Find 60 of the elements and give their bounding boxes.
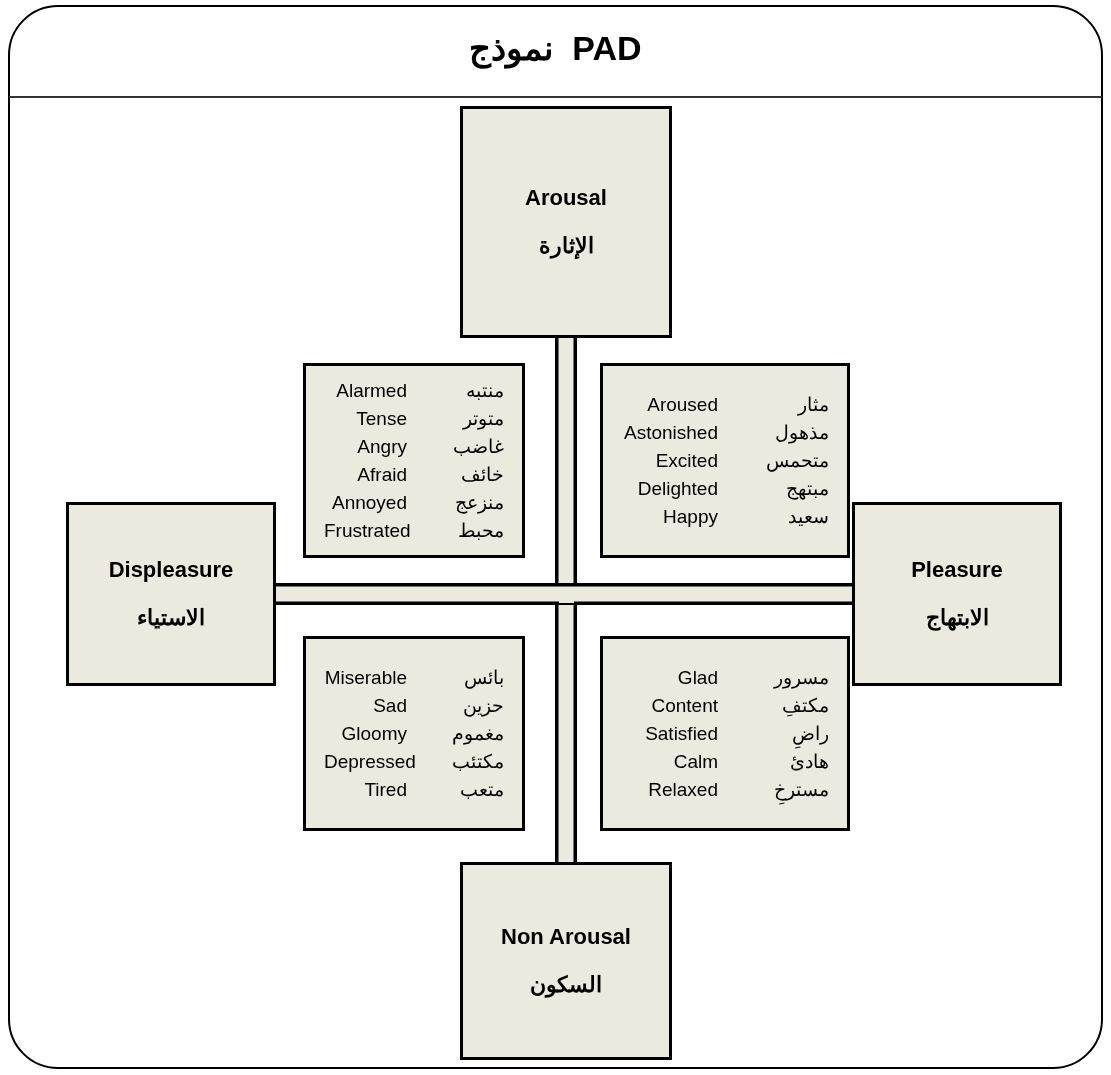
arabic-term: راضِ — [792, 719, 829, 748]
pole-box — [66, 502, 276, 686]
arabic-term: منتبه — [466, 378, 504, 403]
arabic-pole-label: الاستياء — [137, 605, 205, 631]
arabic-term: غاضب — [453, 434, 504, 459]
arabic-term: مثار — [798, 392, 829, 418]
english-term: Miserable — [324, 665, 407, 690]
english-term: Afraid — [356, 462, 407, 487]
arabic-term: متعب — [460, 777, 504, 802]
pole-label: Displeasure — [108, 557, 234, 583]
english-term: Calm — [672, 749, 718, 774]
pole-label: Arousal — [525, 185, 607, 211]
pole-label: Pleasure — [911, 557, 1003, 583]
english-term: Annoyed — [331, 490, 407, 515]
pole-box — [460, 862, 672, 1060]
connector-bar — [555, 338, 577, 862]
arabic-term: مسرور — [774, 665, 829, 691]
english-term: Gloomy — [340, 721, 407, 746]
english-term: Excited — [654, 448, 718, 473]
english-term: Depressed — [324, 749, 416, 774]
term-box — [303, 636, 525, 831]
english-term: Alarmed — [335, 378, 407, 403]
arabic-term: مكتفِ — [782, 693, 829, 719]
pole-box — [460, 106, 672, 338]
english-term: Aroused — [646, 392, 718, 417]
english-term: Sad — [372, 693, 407, 718]
english-term: Satisfied — [644, 721, 718, 746]
arabic-term: مبتهج — [786, 476, 829, 502]
pole-label: Non Arousal — [501, 924, 631, 950]
english-term: Happy — [662, 504, 718, 529]
english-term: Astonished — [623, 420, 718, 445]
english-term: Delighted — [636, 476, 718, 501]
arabic-term: مغموم — [452, 721, 504, 747]
arabic-pole-label: السكون — [530, 972, 602, 998]
arabic-pole-label: الإثارة — [538, 233, 594, 259]
arabic-term: هادئ — [790, 749, 829, 774]
arabic-term: متحمس — [766, 448, 829, 474]
arabic-term: خائف — [461, 462, 504, 487]
arabic-term: مسترخِ — [774, 775, 829, 804]
english-term: Tired — [363, 777, 407, 802]
arabic-term: منزعج — [455, 490, 504, 516]
arabic-term: حزين — [463, 693, 504, 719]
pole-box — [852, 502, 1062, 686]
english-term: Relaxed — [647, 777, 718, 802]
arabic-term: بائس — [464, 665, 504, 691]
arabic-term: مذهول — [775, 420, 829, 446]
english-term: Angry — [356, 434, 407, 459]
diagram-title: نموذج PAD — [468, 28, 643, 68]
arabic-term: سعيد — [788, 504, 829, 529]
term-box — [303, 363, 525, 558]
term-box — [600, 363, 850, 558]
english-term: Frustrated — [324, 518, 411, 543]
arabic-term: متوتر — [463, 406, 504, 432]
arabic-term: محبط — [458, 518, 504, 543]
arabic-pole-label: الابتهاج — [925, 605, 989, 631]
term-box — [600, 636, 850, 831]
english-term: Tense — [355, 406, 407, 431]
english-term: Glad — [676, 665, 718, 690]
english-term: Content — [650, 693, 718, 718]
arabic-term: مكتئب — [452, 749, 504, 774]
